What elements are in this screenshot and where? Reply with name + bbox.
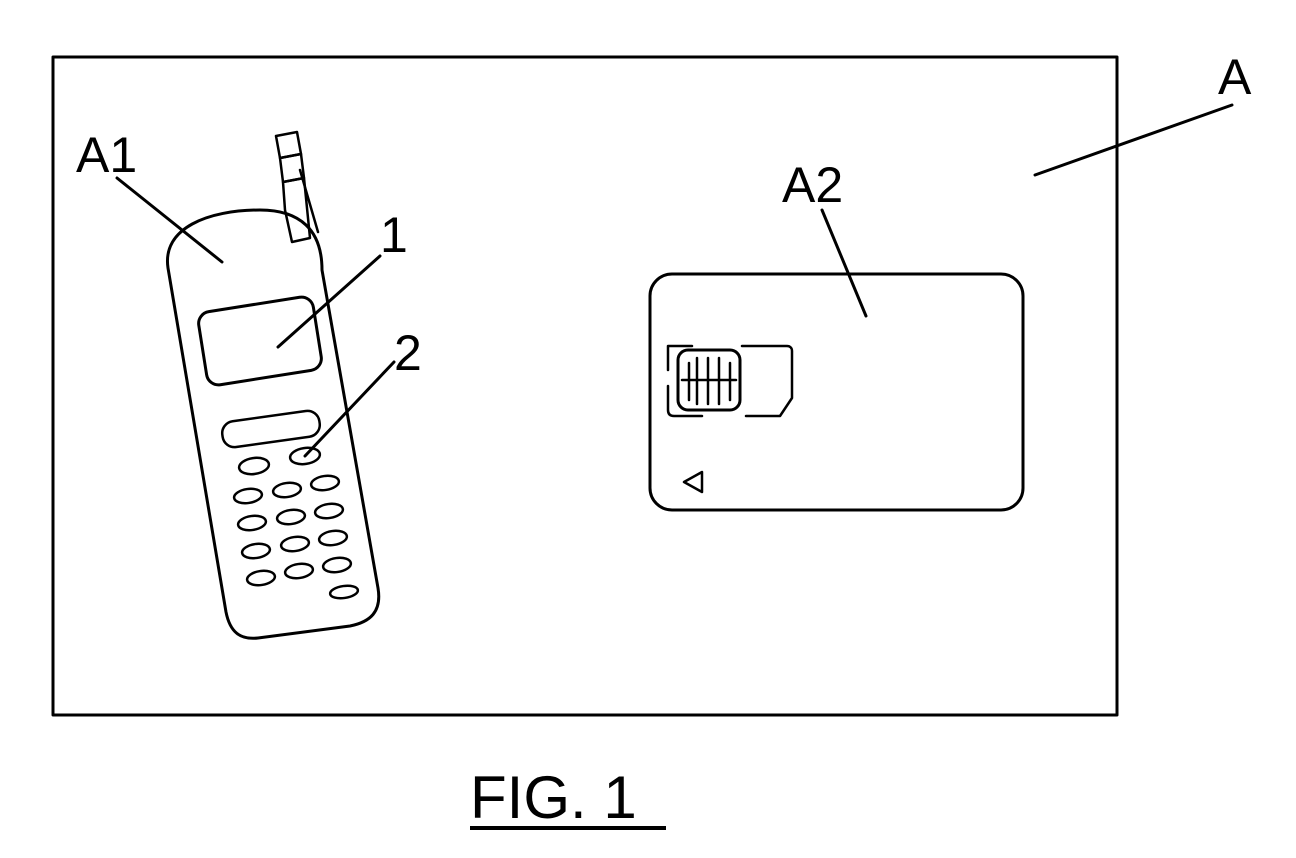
keypad-key [238, 456, 270, 476]
card-body [650, 274, 1023, 510]
phone-keypad [233, 446, 359, 600]
antenna [276, 132, 318, 242]
mobile-phone [167, 132, 378, 638]
leader-line-system [1035, 105, 1232, 175]
leader-line-key [305, 362, 394, 456]
label-phone: A1 [76, 127, 137, 183]
phone-display [197, 295, 323, 386]
keypad-key [241, 542, 271, 560]
leader-line-card [822, 210, 866, 316]
keypad-key [246, 569, 276, 587]
label-key: 2 [394, 325, 422, 381]
keypad-key [237, 514, 267, 532]
keypad-key [318, 529, 348, 547]
label-card: A2 [782, 157, 843, 213]
keypad-key [276, 508, 306, 526]
orientation-triangle-icon [684, 472, 702, 492]
keypad-key [322, 556, 352, 574]
system-frame [53, 57, 1117, 715]
keypad-key [233, 487, 263, 505]
keypad-key [329, 584, 358, 600]
label-display: 1 [380, 207, 408, 263]
keypad-key [310, 474, 340, 492]
phone-long-key [221, 409, 322, 448]
keypad-key [284, 562, 314, 580]
chip-carrier-right [742, 346, 792, 416]
figure-caption: FIG. 1 [470, 764, 637, 831]
sim-card [650, 274, 1023, 510]
keypad-key [314, 502, 344, 520]
chip-contacts [678, 350, 740, 410]
leader-line-display [278, 256, 380, 347]
keypad-key [272, 481, 302, 499]
label-system: A [1218, 49, 1252, 105]
keypad-key [280, 535, 310, 553]
